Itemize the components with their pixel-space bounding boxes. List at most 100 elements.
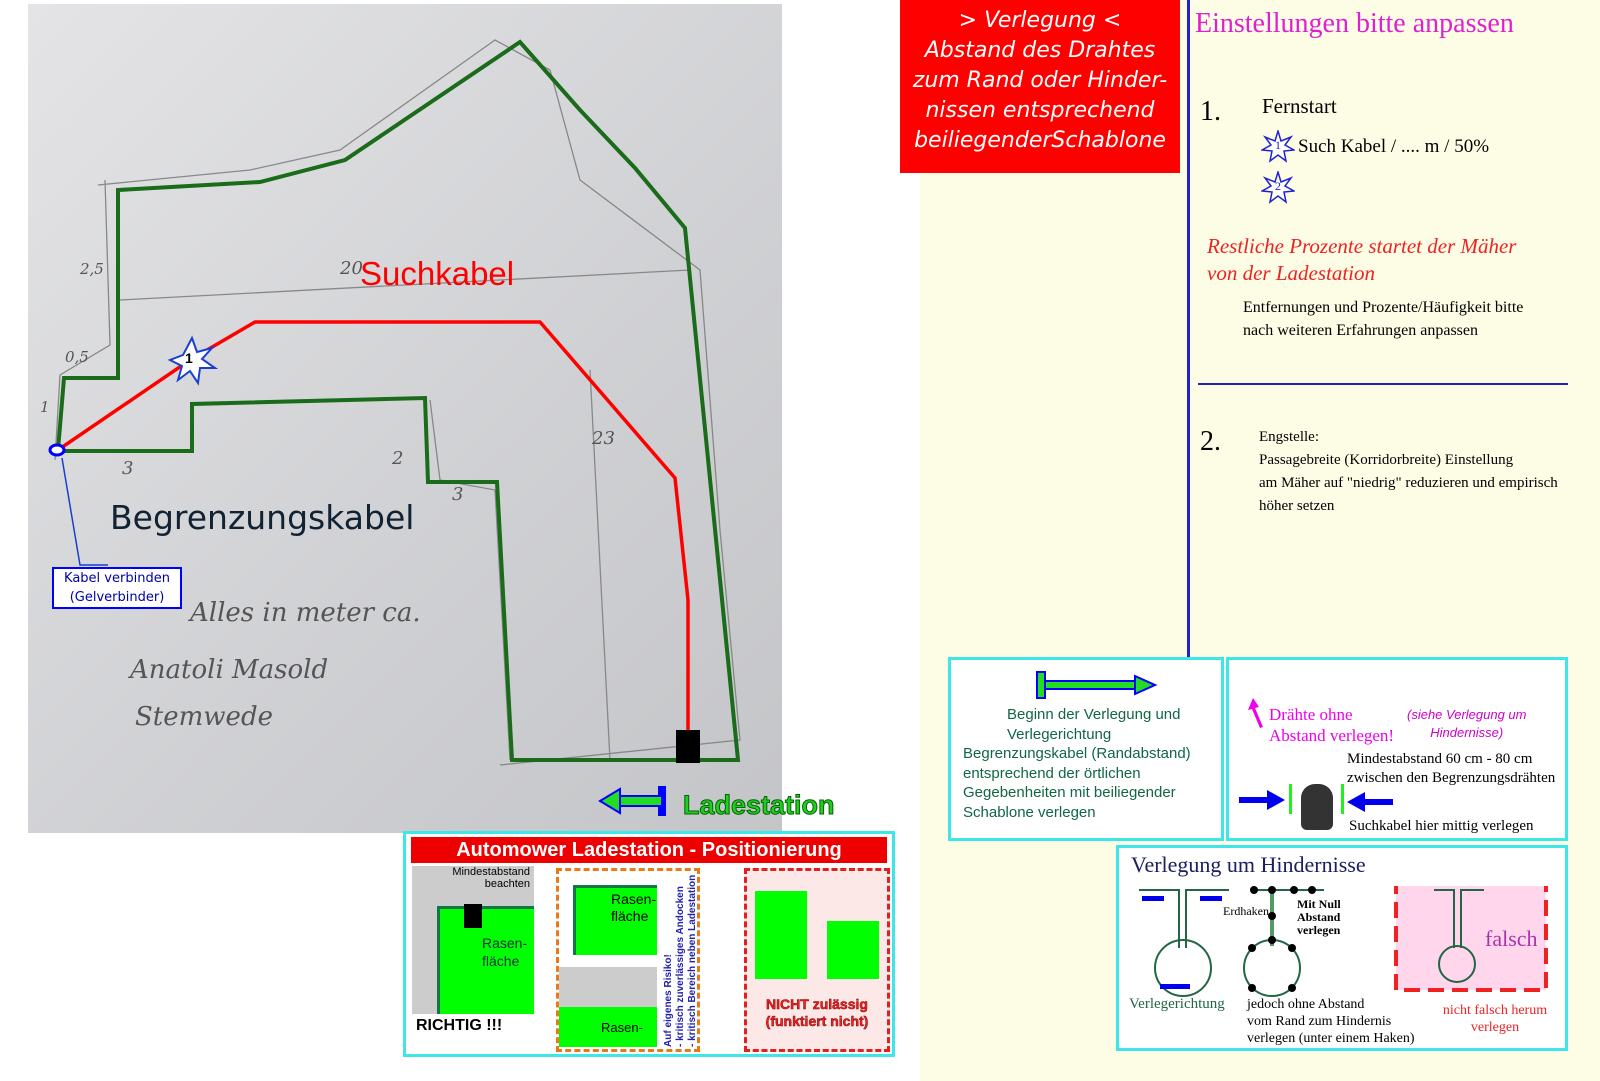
dimension-label: 3	[122, 458, 134, 479]
star-icon: 2	[1261, 171, 1295, 205]
dimension-label: 2,5	[80, 260, 104, 278]
ladestation-label: Ladestation	[683, 790, 836, 821]
text-line: Abstand verlegen!	[1269, 726, 1395, 745]
text-line: verlegen	[1470, 1020, 1520, 1035]
correct-label: RICHTIG !!!	[416, 1017, 503, 1034]
positioning-panel: Automower Ladestation - Positionierung M…	[403, 831, 895, 1057]
label: Verlegerichtung	[1129, 996, 1225, 1012]
laying-line: zum Rand oder Hinder-	[912, 68, 1168, 93]
item-detail: Such Kabel / .... m / 50%	[1298, 136, 1490, 157]
text-line: Restliche Prozente startet der Mäher	[1207, 234, 1517, 258]
text-line: Drähte ohne	[1269, 705, 1353, 724]
dimension-label: 3	[452, 484, 464, 505]
adjust-text: Entfernungen und Prozente/Häufigkeit bit…	[1243, 296, 1523, 342]
text-line: zwischen den Begrenzungsdrähten	[1347, 770, 1556, 786]
text-line: Hindernisse)	[1430, 725, 1504, 740]
not-allowed-line: (funktiert nicht)	[765, 1013, 869, 1030]
callout-line: Kabel verbinden	[64, 571, 170, 586]
item-title: Fernstart	[1262, 94, 1337, 118]
arrow-left-icon	[1347, 792, 1393, 812]
text-line: Passagebreite (Korridorbreite) Einstellu…	[1259, 452, 1514, 468]
not-allowed-diagram: NICHT zulässig (funktiert nicht)	[744, 868, 890, 1052]
text-line: (siehe Verlegung um	[1407, 707, 1527, 722]
laying-info-box: > Verlegung < Abstand des Drahtes zum Ra…	[900, 0, 1180, 173]
text-line: entsprechend der örtlichen	[963, 764, 1141, 782]
label: Rasen-	[601, 1020, 643, 1035]
laying-line: Abstand des Drahtes	[924, 38, 1156, 63]
remaining-text: Restliche Prozente startet der Mäher von…	[1207, 233, 1516, 287]
obstacles-title: Verlegung um Hindernisse	[1131, 852, 1366, 877]
arrow-right-icon	[1239, 790, 1285, 810]
dimension-label: 20	[340, 258, 363, 279]
laying-line: beiliegenderSchablone	[914, 128, 1166, 153]
text-line: am Mäher auf "niedrig" reduzieren und em…	[1259, 475, 1558, 491]
settings-title: Einstellungen bitte anpassen	[1195, 8, 1514, 39]
text-line: jedoch ohne Abstand	[1247, 997, 1365, 1012]
text-line: Begrenzungskabel (Randabstand)	[963, 745, 1191, 762]
handwriting-line: Anatoli Masold	[130, 655, 329, 685]
text-line: nicht falsch herum	[1442, 1003, 1548, 1018]
label: fläche	[611, 908, 649, 924]
ladestation-arrow-icon	[598, 786, 666, 816]
divider	[1187, 0, 1190, 657]
pencil-lines	[54, 39, 741, 766]
dimension-label: 23	[592, 428, 615, 449]
text-line: Beginn der Verlegung und	[1007, 706, 1181, 723]
search-cable-label: Suchkabel	[360, 255, 515, 292]
text-line: vom Rand zum Hindernis	[1247, 1014, 1392, 1029]
text-line: Schablone verlegen	[963, 803, 1096, 821]
star-icon	[167, 335, 219, 386]
sketch-photo	[28, 4, 782, 833]
text-line: verlegen	[1297, 923, 1341, 937]
text-line: Entfernungen und Prozente/Häufigkeit bit…	[1243, 299, 1524, 316]
connector-callout: Kabel verbinden (Gelverbinder)	[52, 567, 182, 609]
text-line: Verlegerichtung	[1007, 725, 1112, 743]
obstacle-diagram	[1139, 886, 1548, 997]
obstacles-box: Verlegung um Hindernisse Erdhaken Mit Nu…	[1116, 845, 1568, 1051]
label: Mindestabstand	[452, 866, 530, 878]
wrong-label: falsch	[1485, 926, 1538, 951]
text-line: verlegen (unter einem Haken)	[1247, 1031, 1415, 1046]
laying-line: nissen entsprechend	[925, 98, 1155, 123]
handwriting-line: Alles in meter ca.	[190, 598, 421, 628]
start-arrow-icon	[1036, 671, 1158, 699]
text-line: nach weiteren Erfahrungen anpassen	[1243, 322, 1478, 339]
star-number: 2	[1275, 179, 1281, 193]
text-line: Abstand	[1297, 910, 1341, 924]
label: Rasen-	[611, 891, 657, 907]
dimension-label: 1	[40, 398, 50, 416]
star-number: 1	[1275, 138, 1281, 152]
positioning-title: Automower Ladestation - Positionierung	[411, 837, 887, 863]
item-number: 2.	[1200, 426, 1221, 457]
star-icon: 1	[1261, 130, 1295, 164]
handwriting-line: Stemwede	[135, 702, 273, 732]
start-box: Beginn der Verlegung und Verlegerichtung…	[948, 657, 1224, 841]
text-line: Suchkabel hier mittig verlegen	[1349, 818, 1534, 834]
not-allowed-line: NICHT zulässig	[766, 996, 868, 1013]
laying-line: > Verlegung <	[958, 8, 1122, 33]
cable-connector-icon	[48, 443, 66, 457]
item2-text: Engstelle: Passagebreite (Korridorbreite…	[1259, 426, 1558, 518]
up-arrow-icon	[1248, 698, 1263, 728]
risk-diagram: Rasen-fläche Rasen- Auf eigenes Risiko! …	[556, 868, 700, 1052]
label: beachten	[484, 878, 530, 890]
text-line: höher setzen	[1259, 498, 1335, 514]
risk-line: - kritisch zuverlässiges Andocken	[675, 886, 686, 1047]
dimension-label: 0,5	[65, 348, 89, 366]
text-line: Mit Null	[1297, 897, 1341, 911]
garden-sketch	[48, 39, 741, 816]
item-number: 1.	[1200, 96, 1221, 127]
dimension-label: 2	[392, 448, 404, 469]
correct-diagram: Mindestabstand beachten Rasen-fläche	[412, 866, 534, 1014]
star-number: 1	[185, 350, 193, 366]
boundary-cable-label: Begrenzungskabel	[110, 498, 415, 537]
risk-line: Auf eigenes Risiko!	[663, 954, 674, 1047]
text-line: Mindestabstand 60 cm - 80 cm	[1347, 751, 1533, 767]
text-line: von der Ladestation	[1207, 261, 1375, 285]
label: Rasen-	[482, 935, 528, 951]
mower-icon	[1301, 784, 1333, 830]
divider	[1198, 383, 1568, 385]
text-line: Gegebenheiten mit beiliegender	[963, 784, 1176, 801]
boundary-cable	[56, 39, 741, 762]
label: Erdhaken	[1223, 904, 1269, 918]
